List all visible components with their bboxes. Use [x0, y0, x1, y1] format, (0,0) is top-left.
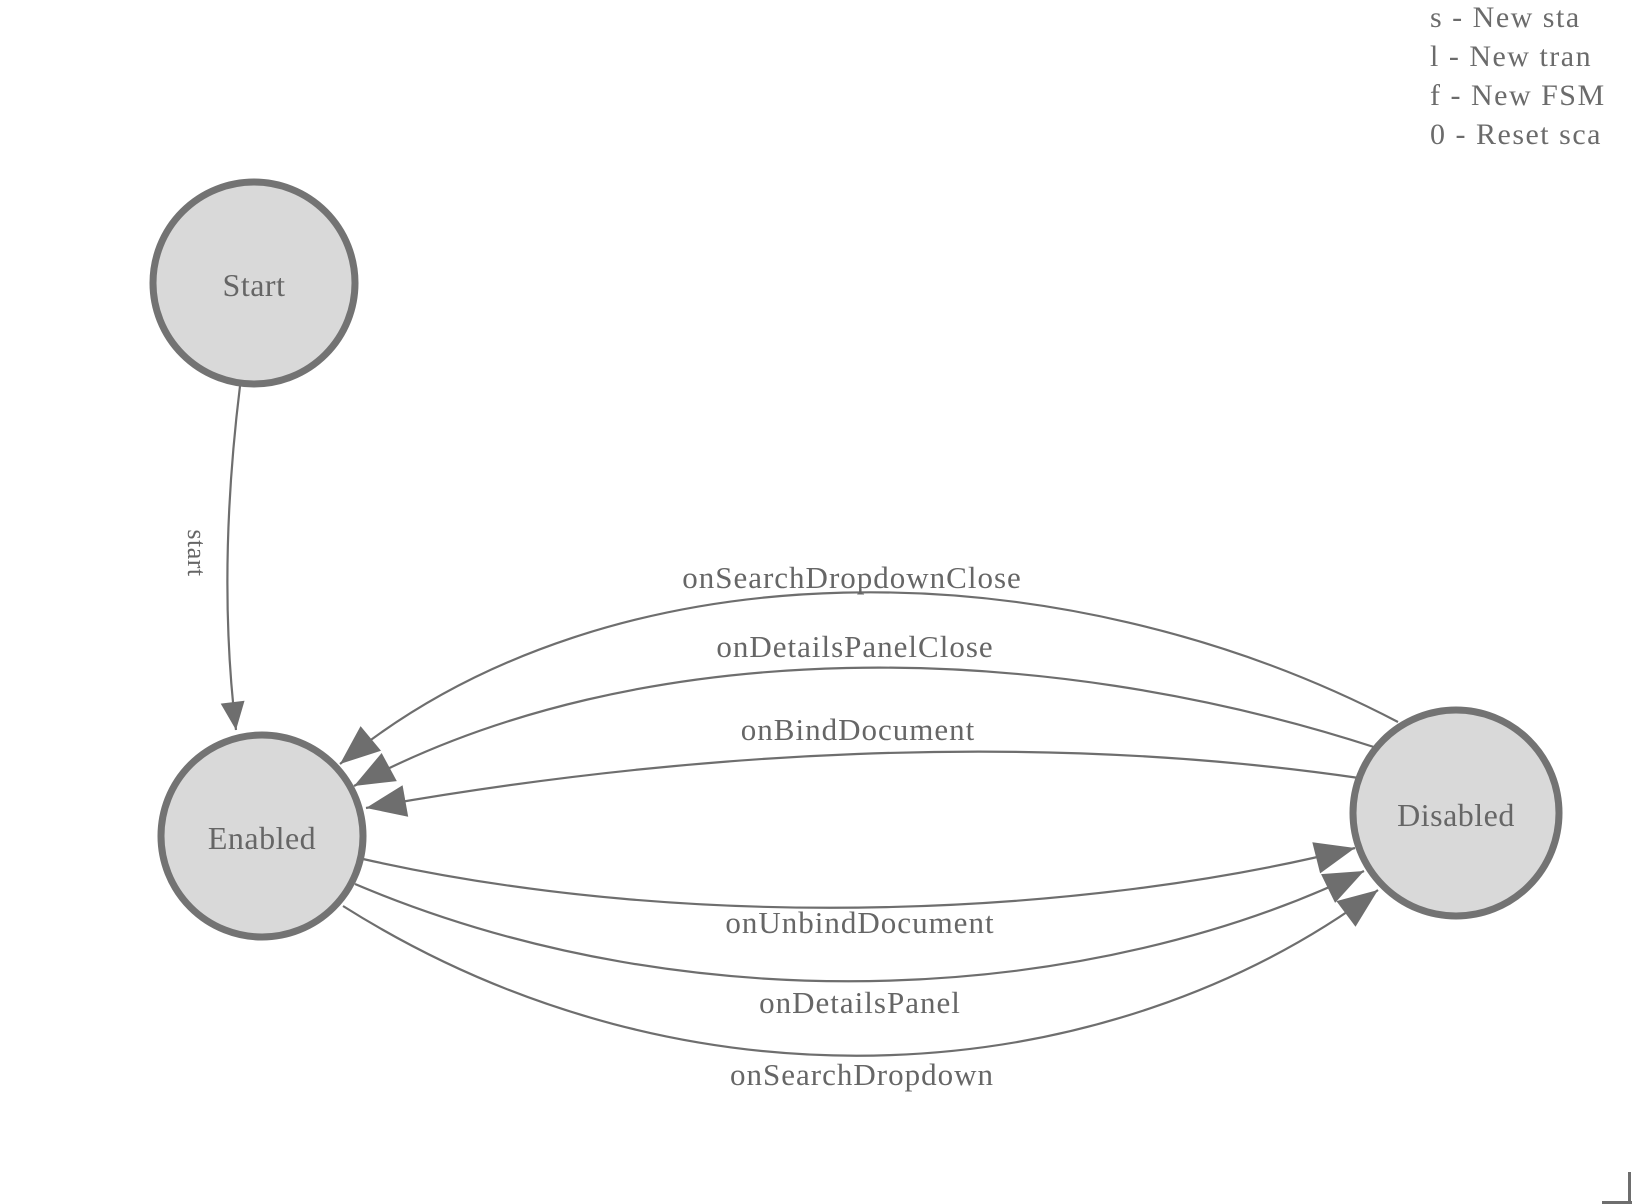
- transition-path[interactable]: [339, 591, 1399, 765]
- state-circle[interactable]: [149, 178, 359, 388]
- state-label: Enabled: [208, 820, 316, 856]
- legend-line-new-fsm: f - New FSM: [1430, 79, 1606, 112]
- corner-marker-horizontal-bar: [1602, 1201, 1632, 1204]
- start-edge[interactable]: start: [182, 385, 245, 731]
- transition-path[interactable]: [353, 666, 1378, 787]
- transition-label: onSearchDropdown: [730, 1057, 994, 1092]
- start-edge-path[interactable]: [220, 385, 245, 731]
- canvas-corner-marker: [1602, 1172, 1632, 1204]
- transition-path[interactable]: [342, 889, 1379, 1057]
- transition-edge-onSearchDropdownClose[interactable]: onSearchDropdownClose: [339, 560, 1399, 765]
- state-node-enabled[interactable]: Enabled: [157, 731, 367, 941]
- state-label: Disabled: [1397, 797, 1515, 833]
- transition-edge-onDetailsPanelClose[interactable]: onDetailsPanelClose: [353, 629, 1378, 787]
- state-node-start[interactable]: Start: [149, 178, 359, 388]
- shortcut-legend: s - New sta l - New tran f - New FSM 0 -…: [1430, 0, 1606, 154]
- transition-label: onDetailsPanelClose: [716, 629, 993, 664]
- transition-label: onSearchDropdownClose: [682, 560, 1022, 595]
- legend-line-reset-scale: 0 - Reset sca: [1430, 118, 1602, 151]
- transition-path[interactable]: [365, 750, 1360, 817]
- transition-label: onBindDocument: [741, 712, 975, 747]
- start-edge-label: start: [182, 529, 211, 577]
- transition-label: onDetailsPanel: [759, 985, 961, 1020]
- transition-edge-onBindDocument[interactable]: onBindDocument: [365, 712, 1360, 817]
- corner-marker-vertical-bar: [1628, 1172, 1631, 1203]
- transition-edge-onDetailsPanel[interactable]: onDetailsPanel: [354, 870, 1365, 1020]
- legend-line-new-state: s - New sta: [1430, 1, 1581, 34]
- state-circle[interactable]: [1349, 706, 1563, 920]
- legend-line-new-transition: l - New tran: [1430, 40, 1593, 73]
- transition-edge-onUnbindDocument[interactable]: onUnbindDocument: [362, 842, 1356, 940]
- transition-label: onUnbindDocument: [725, 905, 994, 940]
- transition-edge-onSearchDropdown[interactable]: onSearchDropdown: [342, 889, 1379, 1092]
- state-circle[interactable]: [157, 731, 367, 941]
- transition-path[interactable]: [362, 842, 1356, 909]
- transition-path[interactable]: [354, 870, 1365, 983]
- state-label: Start: [223, 267, 286, 303]
- state-node-disabled[interactable]: Disabled: [1349, 706, 1563, 920]
